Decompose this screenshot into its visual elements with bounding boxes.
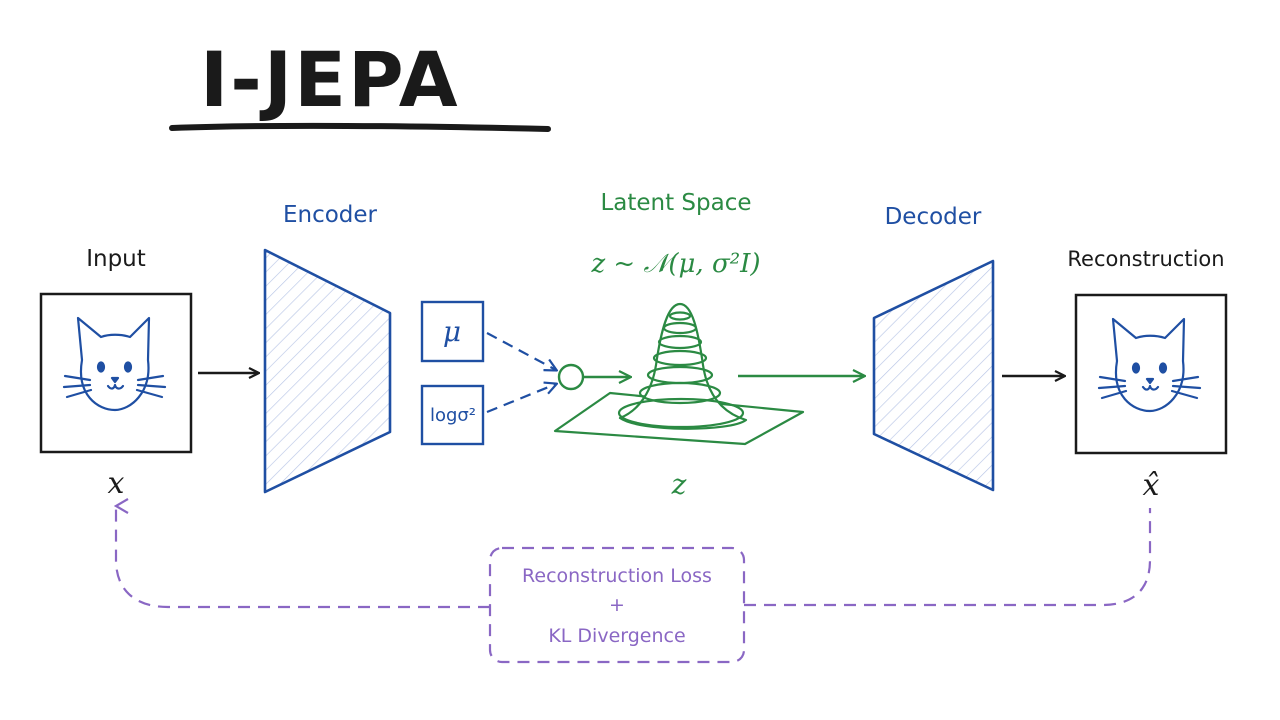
loss-box (488, 546, 746, 664)
title-underline (169, 122, 551, 132)
latent-distribution-formula: z ~ 𝒩(μ, σ²I) (590, 249, 760, 279)
reconstruction-label: Reconstruction (1067, 247, 1224, 271)
loss-path-from-output (744, 508, 1152, 607)
output-variable-x-hat: x̂ (1143, 468, 1160, 503)
encoder-trapezoid (263, 248, 392, 494)
logvar-box (420, 384, 485, 446)
loss-path-to-input (116, 506, 490, 609)
input-cat-icon (62, 316, 167, 412)
loss-plus-text: + (609, 594, 625, 616)
output-cat-icon (1097, 317, 1202, 413)
loss-reconstruction-text: Reconstruction Loss (522, 565, 712, 587)
output-image-box (1074, 293, 1228, 455)
decoder-trapezoid (872, 259, 995, 492)
page-title: I-JEPA (200, 35, 460, 124)
gaussian-distribution-icon (553, 302, 805, 446)
arrow-mu-to-sample (486, 332, 556, 370)
loss-kl-text: KL Divergence (548, 625, 685, 647)
logvar-symbol: logσ² (430, 405, 476, 426)
input-variable-x: x (108, 466, 125, 501)
latent-space-label: Latent Space (600, 190, 751, 216)
mu-symbol: μ (443, 315, 461, 348)
sampling-node (557, 363, 585, 391)
input-label: Input (86, 246, 146, 272)
encoder-label: Encoder (283, 202, 378, 228)
input-image-box (39, 292, 193, 454)
latent-variable-z: z (671, 468, 687, 501)
arrow-logvar-to-sample (486, 384, 556, 414)
decoder-label: Decoder (885, 204, 982, 230)
mu-box (420, 300, 485, 363)
